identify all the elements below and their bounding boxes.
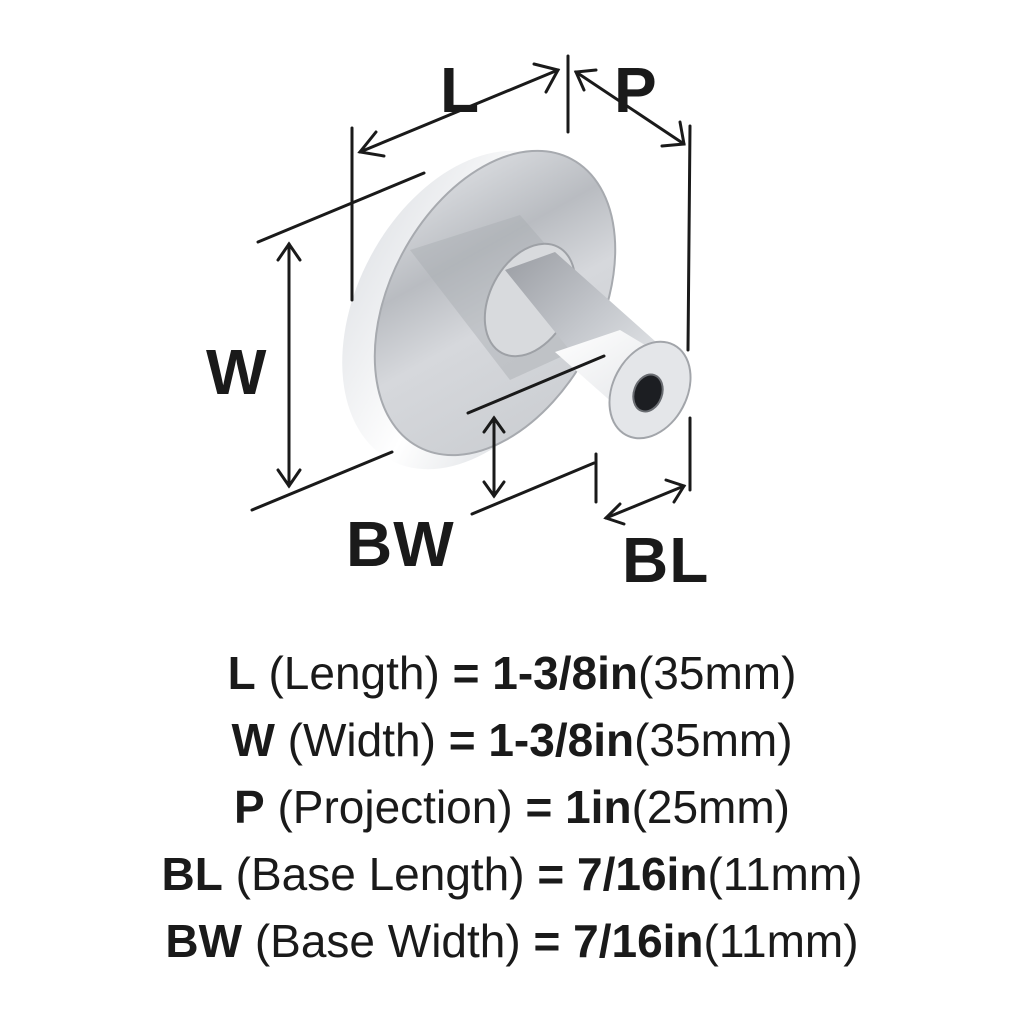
spec-metric-value: (35mm)	[634, 714, 793, 766]
bw-extension-bottom	[470, 461, 596, 516]
spec-equals: =	[452, 647, 480, 699]
spec-equals: =	[448, 714, 476, 766]
spec-row-base-width: BW (Base Width) = 7/16in(11mm)	[0, 908, 1024, 975]
spec-metric-value: (11mm)	[703, 915, 859, 967]
bw-extension-top	[466, 354, 606, 415]
screw-hole	[632, 373, 664, 413]
spec-name: (Base Width)	[254, 915, 521, 967]
spec-metric-value: (35mm)	[637, 647, 797, 699]
spec-name: (Width)	[287, 714, 436, 766]
dimension-lines	[250, 54, 692, 526]
spec-metric-value: (11mm)	[707, 848, 863, 900]
label-base-length: BL	[622, 524, 710, 596]
spec-name: (Projection)	[277, 781, 513, 833]
knob-dimension-diagram: L P W BW BL	[206, 54, 710, 596]
label-base-width: BW	[346, 508, 455, 580]
spec-name: (Base Length)	[235, 848, 525, 900]
spec-imperial-value: 7/16in	[577, 848, 708, 900]
spec-row-length: L (Length) = 1-3/8in(35mm)	[0, 640, 1024, 707]
w-extension-bottom	[250, 450, 394, 512]
spec-equals: =	[537, 848, 565, 900]
spec-row-base-length: BL (Base Length) = 7/16in(11mm)	[0, 841, 1024, 908]
knob-illustration	[250, 54, 692, 526]
spec-code: BL	[161, 848, 223, 900]
spec-imperial-value: 1in	[565, 781, 632, 833]
label-width: W	[206, 336, 268, 408]
spec-code: L	[227, 647, 256, 699]
spec-imperial-value: 7/16in	[573, 915, 704, 967]
spec-equals: =	[525, 781, 553, 833]
spec-row-width: W (Width) = 1-3/8in(35mm)	[0, 707, 1024, 774]
spec-name: (Length)	[268, 647, 440, 699]
p-extension-right	[686, 124, 692, 352]
spec-metric-value: (25mm)	[631, 781, 791, 833]
l-dimension-arrow	[358, 68, 560, 154]
spec-row-projection: P (Projection) = 1in(25mm)	[0, 774, 1024, 841]
p-dimension-arrow	[574, 70, 686, 146]
spec-code: P	[233, 781, 265, 833]
bl-dimension-arrow	[604, 484, 686, 520]
spec-equals: =	[533, 915, 561, 967]
spec-imperial-value: 1-3/8in	[488, 714, 635, 766]
dimension-specs-list: L (Length) = 1-3/8in(35mm) W (Width) = 1…	[0, 640, 1024, 975]
label-projection: P	[614, 54, 658, 126]
w-extension-top	[256, 171, 426, 244]
knob-body	[342, 149, 692, 470]
spec-code: W	[231, 714, 275, 766]
label-length: L	[440, 54, 481, 126]
spec-imperial-value: 1-3/8in	[492, 647, 638, 699]
spec-code: BW	[165, 915, 243, 967]
